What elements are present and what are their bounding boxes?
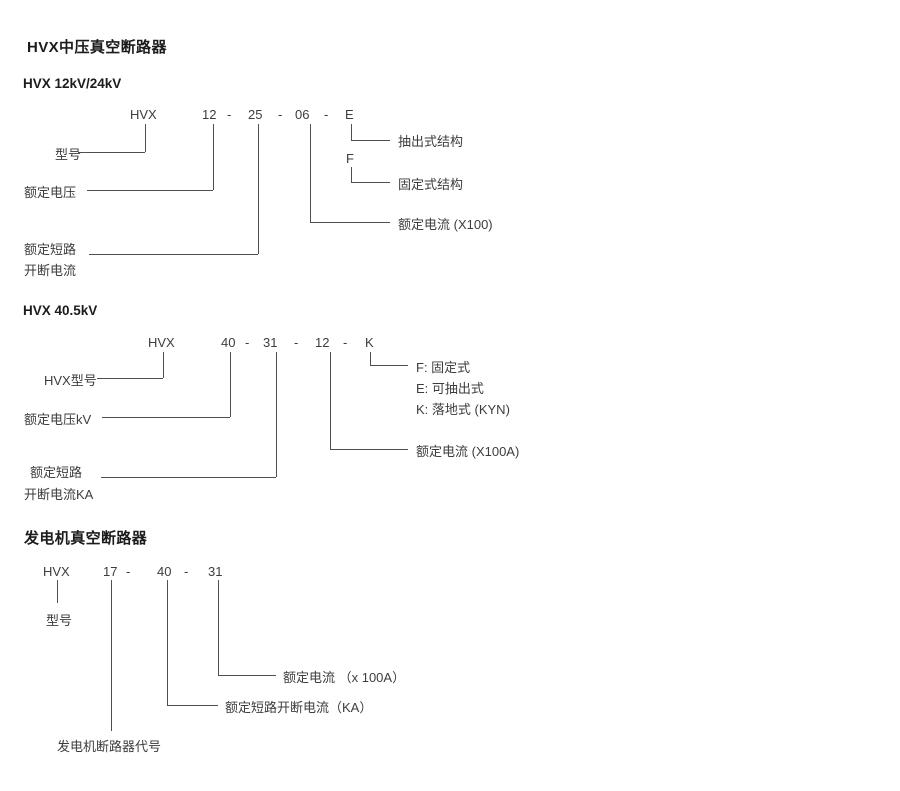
label-option-fixed: F: 固定式 xyxy=(416,360,471,375)
connector-line xyxy=(330,449,408,450)
connector-line xyxy=(330,352,331,449)
connector-line xyxy=(218,675,276,676)
code-dash: - xyxy=(294,335,299,350)
connector-line xyxy=(218,580,219,675)
connector-line xyxy=(145,124,146,152)
label-short-circuit-2: 开断电流KA xyxy=(24,487,94,502)
connector-line xyxy=(351,182,390,183)
code-segment-prefix: HVX xyxy=(43,564,70,579)
code-segment-current: 12 xyxy=(315,335,330,350)
label-rated-current: 额定电流 (X100A) xyxy=(416,444,520,459)
code-segment-short-circuit: 40 xyxy=(157,564,172,579)
subtitle-hvx-12-24: HVX 12kV/24kV xyxy=(23,76,122,91)
code-segment-structure-k: K xyxy=(365,335,374,350)
connector-line xyxy=(351,167,352,182)
label-short-circuit-2: 开断电流 xyxy=(24,263,77,278)
connector-line xyxy=(89,254,258,255)
code-segment-prefix: HVX xyxy=(130,107,157,122)
section-title-generator: 发电机真空断路器 xyxy=(24,530,148,547)
connector-line xyxy=(276,352,277,477)
code-segment-generator: 17 xyxy=(103,564,118,579)
code-dash: - xyxy=(227,107,232,122)
connector-line xyxy=(370,352,371,365)
connector-line xyxy=(230,352,231,417)
label-short-circuit: 额定短路开断电流（KA） xyxy=(225,700,373,715)
label-fixed: 固定式结构 xyxy=(398,177,464,192)
connector-line xyxy=(102,417,230,418)
code-segment-voltage: 40 xyxy=(221,335,236,350)
connector-line xyxy=(97,378,163,379)
connector-line xyxy=(101,477,276,478)
label-option-floor: K: 落地式 (KYN) xyxy=(416,402,510,417)
connector-line xyxy=(111,580,112,731)
label-model: 型号 xyxy=(55,147,82,162)
connector-line xyxy=(163,352,164,378)
code-dash: - xyxy=(343,335,348,350)
connector-line xyxy=(258,124,259,254)
label-rated-voltage: 额定电压 xyxy=(24,185,77,200)
connector-line xyxy=(87,190,213,191)
code-dash: - xyxy=(184,564,189,579)
connector-line xyxy=(310,222,390,223)
code-segment-current: 31 xyxy=(208,564,223,579)
connector-line xyxy=(310,124,311,222)
code-dash: - xyxy=(324,107,329,122)
code-segment-short-circuit: 31 xyxy=(263,335,278,350)
code-segment-prefix: HVX xyxy=(148,335,175,350)
connector-line xyxy=(78,152,145,153)
connector-line xyxy=(370,365,408,366)
label-model: HVX型号 xyxy=(44,373,97,388)
code-segment-current: 06 xyxy=(295,107,310,122)
connector-line xyxy=(351,124,352,140)
label-rated-voltage: 额定电压kV xyxy=(24,412,92,427)
section-title-hvx-mv: HVX中压真空断路器 xyxy=(27,39,167,56)
code-dash: - xyxy=(278,107,283,122)
label-option-withdrawable: E: 可抽出式 xyxy=(416,381,484,396)
connector-line xyxy=(351,140,390,141)
code-segment-short-circuit: 25 xyxy=(248,107,263,122)
label-generator-code: 发电机断路器代号 xyxy=(57,739,162,754)
label-rated-current: 额定电流 （x 100A） xyxy=(283,670,406,685)
connector-line xyxy=(57,580,58,603)
label-short-circuit-1: 额定短路 xyxy=(24,242,77,257)
code-dash: - xyxy=(245,335,250,350)
label-rated-current: 额定电流 (X100) xyxy=(398,217,493,232)
code-segment-structure-e: E xyxy=(345,107,354,122)
connector-line xyxy=(213,124,214,190)
label-short-circuit-1: 额定短路 xyxy=(30,465,83,480)
subtitle-hvx-40: HVX 40.5kV xyxy=(23,303,98,318)
label-model: 型号 xyxy=(46,613,73,628)
code-segment-voltage: 12 xyxy=(202,107,217,122)
code-dash: - xyxy=(126,564,131,579)
connector-line xyxy=(167,705,218,706)
connector-line xyxy=(167,580,168,705)
code-segment-structure-f: F xyxy=(346,151,354,166)
label-withdrawable: 抽出式结构 xyxy=(398,134,464,149)
